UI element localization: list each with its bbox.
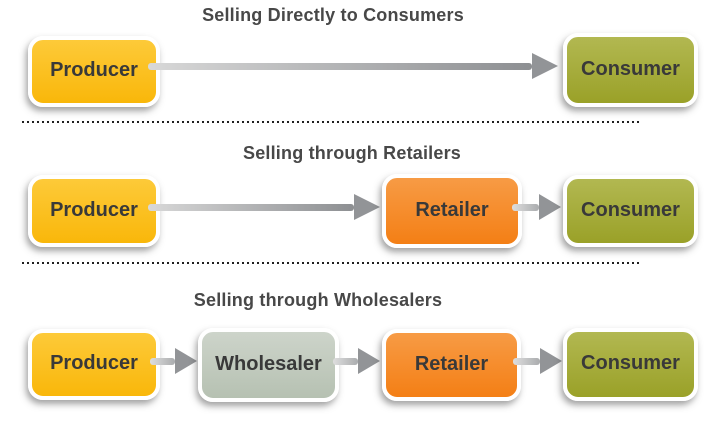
arrow-head-icon xyxy=(175,348,197,374)
arrow-head-icon xyxy=(354,194,380,220)
arrow-retailer-to-consumer-2 xyxy=(513,348,562,374)
section-title-direct: Selling Directly to Consumers xyxy=(202,5,464,25)
arrow-tail xyxy=(148,62,532,70)
separator-dotted-1 xyxy=(22,121,640,123)
node-wholesaler-wholesale: Wholesaler xyxy=(198,328,339,402)
arrow-producer-to-retailer xyxy=(148,194,380,220)
node-label: Consumer xyxy=(581,198,680,221)
node-label: Wholesaler xyxy=(215,352,322,375)
node-consumer-wholesale: Consumer xyxy=(563,328,698,401)
arrow-tail xyxy=(512,203,539,211)
arrow-tail xyxy=(513,357,540,365)
node-label: Consumer xyxy=(581,57,680,80)
node-retailer-retail: Retailer xyxy=(382,174,522,248)
node-label: Producer xyxy=(50,59,138,81)
node-label: Producer xyxy=(50,198,138,221)
arrow-head-icon xyxy=(358,348,380,374)
arrow-wholesaler-to-retailer xyxy=(333,348,380,374)
node-label: Producer xyxy=(50,352,138,374)
separator-dotted-2 xyxy=(22,262,642,264)
arrow-head-icon xyxy=(532,53,558,79)
node-consumer-direct: Consumer xyxy=(563,33,698,107)
node-producer-wholesale: Producer xyxy=(28,329,160,400)
node-consumer-retail: Consumer xyxy=(563,175,698,247)
section-title-wholesalers: Selling through Wholesalers xyxy=(193,290,443,310)
arrow-producer-to-wholesaler xyxy=(150,348,197,374)
node-producer-direct: Producer xyxy=(28,36,160,107)
node-label: Retailer xyxy=(414,352,489,375)
node-retailer-wholesale: Retailer xyxy=(382,329,521,401)
arrow-head-icon xyxy=(540,348,562,374)
node-label: Consumer xyxy=(581,352,680,374)
node-producer-retail: Producer xyxy=(28,175,160,247)
arrow-tail xyxy=(150,357,175,365)
arrow-retailer-to-consumer xyxy=(512,194,561,220)
section-title-retailers: Selling through Retailers xyxy=(242,143,462,163)
arrow-tail xyxy=(148,203,354,211)
node-label: Retailer xyxy=(415,198,489,221)
arrow-tail xyxy=(333,357,358,365)
arrow-producer-to-consumer xyxy=(148,53,558,79)
arrow-head-icon xyxy=(539,194,561,220)
